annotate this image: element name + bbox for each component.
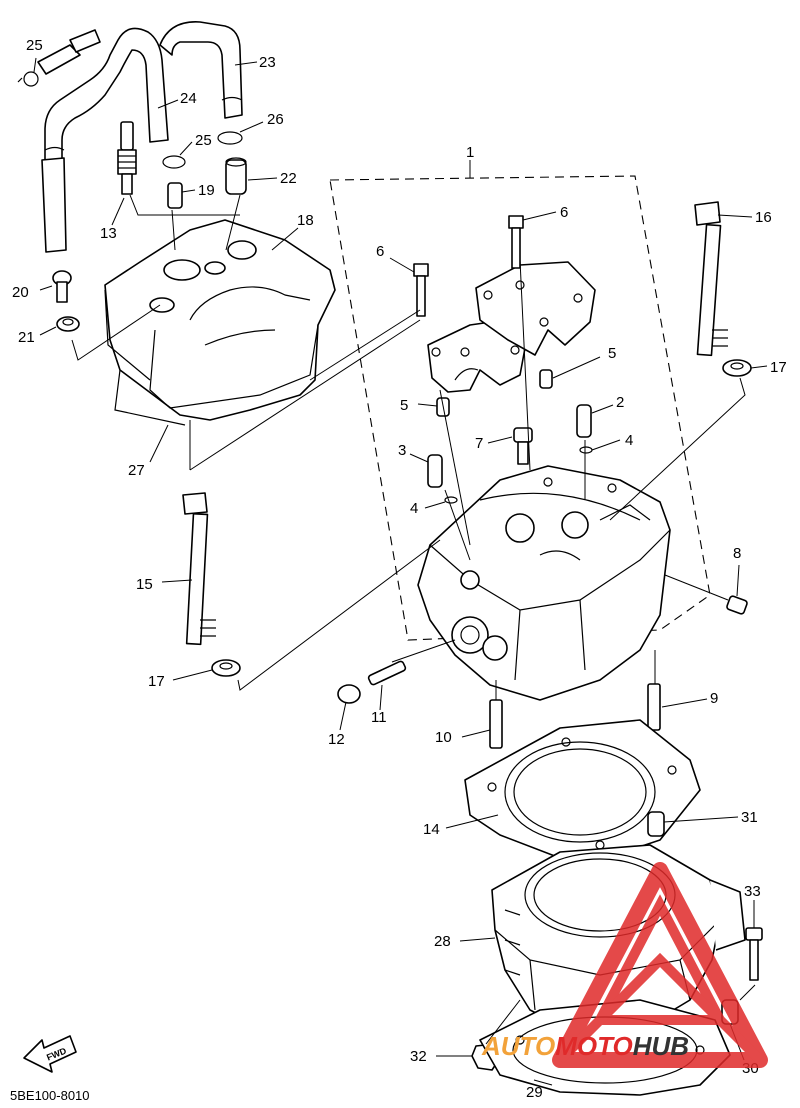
watermark-auto: AUTO bbox=[481, 1031, 555, 1061]
cap-bolt-6a bbox=[413, 263, 429, 317]
camshaft-cap-front bbox=[427, 319, 526, 393]
callout-32: 32 bbox=[410, 1048, 427, 1065]
callout-27: 27 bbox=[128, 462, 145, 479]
nut-12 bbox=[337, 684, 361, 704]
washer-17a bbox=[722, 359, 752, 377]
breather-hose-24 bbox=[41, 27, 169, 253]
callout-13: 13 bbox=[100, 225, 117, 242]
fitting-22 bbox=[225, 157, 247, 195]
callouts: 25 23 24 25 26 19 22 13 18 20 21 27 1 6 … bbox=[12, 37, 787, 1101]
stud-bolt-15 bbox=[182, 492, 216, 646]
fwd-arrow: FWD bbox=[23, 1035, 77, 1073]
washer-4b bbox=[444, 496, 458, 504]
callout-5a: 5 bbox=[608, 345, 616, 362]
camshaft-cap-rear bbox=[475, 261, 596, 356]
callout-19: 19 bbox=[198, 182, 215, 199]
spark-plug-13 bbox=[117, 121, 137, 195]
stud-10 bbox=[489, 699, 503, 749]
fitting-19 bbox=[167, 182, 183, 209]
diagram-code: 5BE100-8010 bbox=[10, 1088, 90, 1103]
callout-5b: 5 bbox=[400, 397, 408, 414]
callout-8: 8 bbox=[733, 545, 741, 562]
callout-17a: 17 bbox=[770, 359, 787, 376]
stud-9 bbox=[647, 683, 661, 731]
callout-6b: 6 bbox=[560, 204, 568, 221]
callout-1: 1 bbox=[466, 144, 474, 161]
callout-31: 31 bbox=[741, 809, 758, 826]
callout-11: 11 bbox=[371, 709, 387, 726]
stud-bolt-16 bbox=[694, 201, 728, 357]
callout-21: 21 bbox=[18, 329, 35, 346]
cover-bolt-20 bbox=[52, 270, 72, 303]
washer-4a bbox=[579, 446, 593, 454]
watermark-hub: HUB bbox=[633, 1031, 689, 1061]
hose-pipe-small bbox=[37, 29, 101, 75]
head-cover-18 bbox=[104, 219, 336, 426]
callout-28: 28 bbox=[434, 933, 451, 950]
callout-20: 20 bbox=[12, 284, 29, 301]
bolt-33 bbox=[745, 927, 763, 981]
watermark-logo bbox=[552, 862, 768, 1068]
cover-washer-21 bbox=[56, 316, 80, 332]
callout-26: 26 bbox=[267, 111, 284, 128]
callout-12: 12 bbox=[328, 731, 345, 748]
hose-clip-25b bbox=[162, 155, 186, 169]
callout-4b: 4 bbox=[410, 500, 418, 517]
watermark-moto: MOTO bbox=[555, 1031, 633, 1061]
callout-2: 2 bbox=[616, 394, 624, 411]
callout-24: 24 bbox=[180, 90, 197, 107]
callout-18: 18 bbox=[297, 212, 314, 229]
callout-3: 3 bbox=[398, 442, 406, 459]
callout-23: 23 bbox=[259, 54, 276, 71]
hose-clip-25 bbox=[17, 71, 39, 87]
watermark-text: AUTOMOTOHUB bbox=[481, 1031, 689, 1061]
hose-clip-26 bbox=[217, 131, 243, 145]
callout-33: 33 bbox=[744, 883, 761, 900]
callout-15: 15 bbox=[136, 576, 153, 593]
head-bolt-7 bbox=[513, 427, 533, 465]
callout-25b: 25 bbox=[195, 132, 212, 149]
connector-lines bbox=[71, 194, 756, 1045]
leader-lines bbox=[33, 57, 768, 1086]
callout-7: 7 bbox=[475, 435, 483, 452]
breather-hose-23 bbox=[159, 21, 243, 119]
callout-16: 16 bbox=[755, 209, 772, 226]
callout-4a: 4 bbox=[625, 432, 633, 449]
callout-10: 10 bbox=[435, 729, 452, 746]
callout-9: 9 bbox=[710, 690, 718, 707]
cap-bolt-6b bbox=[508, 215, 524, 269]
callout-29: 29 bbox=[526, 1084, 543, 1101]
pin-2 bbox=[576, 404, 592, 438]
callout-17b: 17 bbox=[148, 673, 165, 690]
dowel-5b bbox=[539, 369, 553, 389]
callout-6a: 6 bbox=[376, 243, 384, 260]
callout-22: 22 bbox=[280, 170, 297, 187]
stud-11 bbox=[367, 660, 407, 686]
pin-3 bbox=[427, 454, 443, 488]
cylinder-head bbox=[417, 465, 671, 701]
head-gasket-14 bbox=[464, 719, 701, 861]
callout-14: 14 bbox=[423, 821, 440, 838]
washer-17b bbox=[211, 659, 241, 677]
dowel-31 bbox=[647, 811, 665, 837]
callout-25a: 25 bbox=[26, 37, 43, 54]
plug-8 bbox=[726, 595, 748, 615]
